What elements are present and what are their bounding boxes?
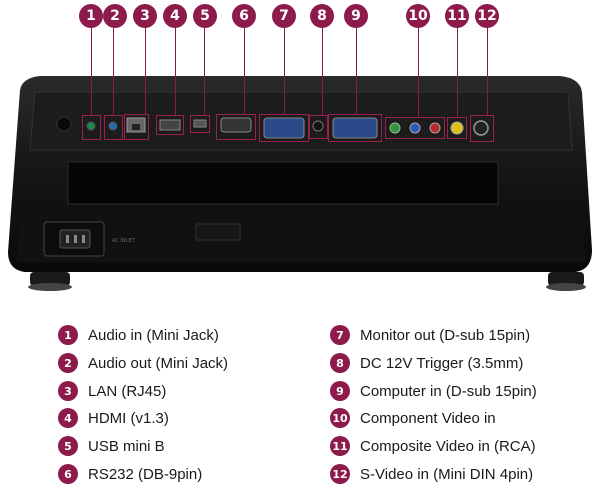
callout-badge-4: 4 bbox=[163, 4, 187, 28]
legend-item-8: 8 DC 12V Trigger (3.5mm) bbox=[330, 351, 523, 375]
legend-item-2: 2 Audio out (Mini Jack) bbox=[58, 351, 228, 375]
callout-line-3 bbox=[145, 28, 146, 114]
speaker-grille bbox=[195, 223, 241, 241]
component-pb-port bbox=[409, 122, 421, 134]
highlight-11 bbox=[447, 117, 467, 139]
legend-label: Audio out (Mini Jack) bbox=[88, 354, 229, 372]
callout-line-2 bbox=[113, 28, 114, 115]
legend-label: Computer in (D-sub 15pin) bbox=[360, 382, 537, 400]
lower-panel bbox=[16, 210, 586, 262]
callout-line-12 bbox=[487, 28, 488, 115]
legend-badge: 12 bbox=[330, 464, 350, 484]
legend-item-1: 1 Audio in (Mini Jack) bbox=[58, 323, 219, 347]
legend-badge: 1 bbox=[58, 325, 78, 345]
legend-label: Audio in (Mini Jack) bbox=[88, 326, 219, 344]
rs232-port bbox=[220, 117, 252, 133]
callout-badge-1: 1 bbox=[79, 4, 103, 28]
callout-line-6 bbox=[244, 28, 245, 114]
component-y-port bbox=[389, 122, 401, 134]
highlight-3 bbox=[124, 114, 149, 140]
highlight-5 bbox=[190, 115, 210, 133]
audio-out-port bbox=[108, 121, 118, 131]
highlight-4 bbox=[156, 115, 184, 135]
highlight-6 bbox=[216, 114, 256, 140]
legend-label: LAN (RJ45) bbox=[88, 382, 167, 400]
legend-item-12: 12 S-Video in (Mini DIN 4pin) bbox=[330, 462, 533, 486]
callout-line-9 bbox=[356, 28, 357, 114]
legend-badge: 7 bbox=[330, 325, 350, 345]
legend-label: S-Video in (Mini DIN 4pin) bbox=[360, 465, 534, 483]
highlight-1 bbox=[82, 115, 101, 140]
legend-label: HDMI (v1.3) bbox=[88, 409, 169, 427]
vent-slot bbox=[67, 161, 499, 205]
legend-item-6: 6 RS232 (DB-9pin) bbox=[58, 462, 202, 486]
callout-badge-6: 6 bbox=[232, 4, 256, 28]
legend-item-7: 7 Monitor out (D-sub 15pin) bbox=[330, 323, 530, 347]
legend-label: Component Video in bbox=[360, 409, 496, 427]
callout-line-5 bbox=[204, 28, 205, 115]
highlight-9 bbox=[328, 114, 382, 142]
callout-line-11 bbox=[457, 28, 458, 117]
hdmi-port bbox=[159, 119, 181, 131]
foot-right bbox=[548, 272, 584, 286]
legend-label: RS232 (DB-9pin) bbox=[88, 465, 203, 483]
callout-badge-11: 11 bbox=[445, 4, 469, 28]
legend-item-5: 5 USB mini B bbox=[58, 434, 165, 458]
legend-badge: 3 bbox=[58, 381, 78, 401]
legend-item-10: 10 Component Video in bbox=[330, 406, 496, 430]
callout-badge-3: 3 bbox=[133, 4, 157, 28]
legend-badge: 4 bbox=[58, 408, 78, 428]
highlight-12 bbox=[470, 115, 494, 142]
legend-badge: 9 bbox=[330, 381, 350, 401]
power-inlet-label: AC INLET bbox=[112, 238, 136, 244]
legend-label: Composite Video in (RCA) bbox=[360, 437, 536, 455]
legend-label: DC 12V Trigger (3.5mm) bbox=[360, 354, 524, 372]
dc-trigger-port bbox=[312, 120, 324, 132]
highlight-7 bbox=[259, 114, 309, 142]
legend-badge: 5 bbox=[58, 436, 78, 456]
callout-badge-8: 8 bbox=[310, 4, 334, 28]
callout-line-1 bbox=[91, 28, 92, 115]
callout-badge-5: 5 bbox=[193, 4, 217, 28]
legend-label: USB mini B bbox=[88, 437, 165, 455]
callout-line-4 bbox=[175, 28, 176, 115]
legend-label: Monitor out (D-sub 15pin) bbox=[360, 326, 531, 344]
projector-rear-panel: AC INLET bbox=[8, 76, 592, 291]
legend-item-3: 3 LAN (RJ45) bbox=[58, 379, 166, 403]
callout-line-10 bbox=[418, 28, 419, 117]
callout-badge-9: 9 bbox=[344, 4, 368, 28]
legend-badge: 10 bbox=[330, 408, 350, 428]
highlight-10 bbox=[385, 117, 445, 139]
legend-item-4: 4 HDMI (v1.3) bbox=[58, 406, 169, 430]
computer-in-port bbox=[332, 117, 378, 139]
highlight-8 bbox=[309, 115, 328, 139]
callout-badge-7: 7 bbox=[272, 4, 296, 28]
callout-line-7 bbox=[284, 28, 285, 114]
highlight-2 bbox=[104, 115, 123, 140]
monitor-out-port bbox=[263, 117, 305, 139]
callout-badge-2: 2 bbox=[103, 4, 127, 28]
audio-in-port bbox=[86, 121, 96, 131]
usb-port bbox=[193, 119, 207, 128]
foot-left bbox=[30, 272, 70, 286]
lens-hole bbox=[56, 116, 72, 132]
svideo-port bbox=[473, 120, 489, 136]
legend-badge: 6 bbox=[58, 464, 78, 484]
callout-badge-12: 12 bbox=[475, 4, 499, 28]
callout-badge-10: 10 bbox=[406, 4, 430, 28]
composite-port bbox=[450, 121, 464, 135]
legend-badge: 8 bbox=[330, 353, 350, 373]
legend-badge: 2 bbox=[58, 353, 78, 373]
callout-line-8 bbox=[322, 28, 323, 115]
component-pr-port bbox=[429, 122, 441, 134]
legend-item-9: 9 Computer in (D-sub 15pin) bbox=[330, 379, 537, 403]
legend-item-11: 11 Composite Video in (RCA) bbox=[330, 434, 536, 458]
legend-badge: 11 bbox=[330, 436, 350, 456]
